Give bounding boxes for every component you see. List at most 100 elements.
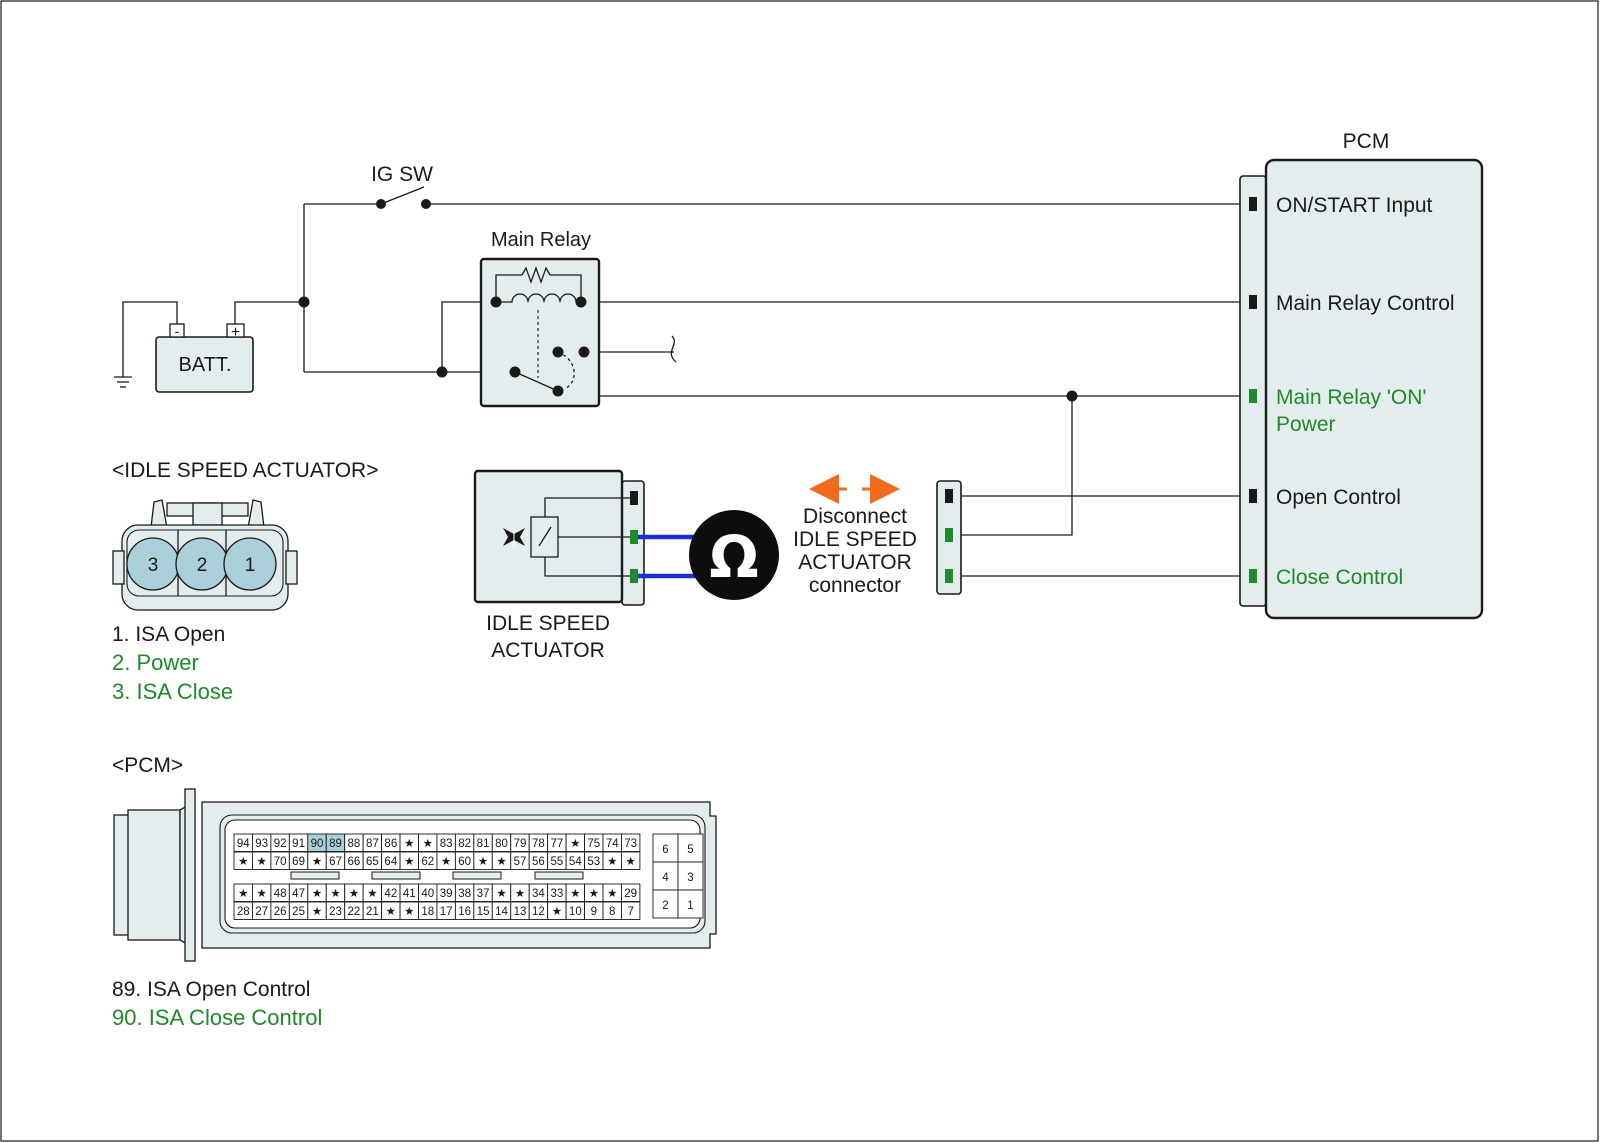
pcm-terminal-close-control: [1249, 569, 1257, 583]
idle-speed-actuator: IDLE SPEED ACTUATOR: [473, 469, 645, 662]
pcm-pin-label: 28: [237, 906, 250, 918]
pcm-pin-label: ★: [552, 906, 562, 918]
pcm-pin-label: 37: [477, 888, 490, 900]
pcm-aux-pin-label: 5: [687, 844, 693, 856]
pcm-pin-label: 56: [532, 856, 545, 868]
pcm-pin-label: 82: [458, 838, 471, 850]
pcm-pin-label: 18: [421, 906, 434, 918]
pcm-pin-label: 47: [292, 888, 305, 900]
pcm-pin-label: 91: [292, 838, 305, 850]
pcm-pin-label: 53: [587, 856, 600, 868]
pcm-pin-label: ★: [589, 888, 599, 900]
pcm-pin-label: 39: [440, 888, 453, 900]
ohm-icon: [689, 510, 779, 600]
isa-pin-1-label: 1: [245, 555, 256, 576]
pcm-pin-label: 48: [274, 888, 287, 900]
pcm-pin-label: 62: [421, 856, 434, 868]
pcm-pin-label: ★: [330, 888, 340, 900]
pcm-pin-label: ★: [312, 888, 322, 900]
pcm-pin-label: ★: [386, 906, 396, 918]
pcm-pin-label: 86: [384, 838, 397, 850]
pcm-pin-label: 74: [606, 838, 619, 850]
pcm-pin-label: 40: [421, 888, 434, 900]
pcm-pin-label: 26: [274, 906, 287, 918]
pcm-pin-label: 29: [624, 888, 637, 900]
isa-label-line1: IDLE SPEED: [486, 612, 610, 635]
pcm-aux-pin-cell: [677, 889, 704, 919]
battery-minus-label: -: [175, 323, 180, 339]
battery-minus-terminal: [169, 323, 185, 338]
pcm-pin-label: ★: [238, 856, 248, 868]
pcm-pin-label: 9: [591, 906, 597, 918]
pcm-pin-label: 33: [550, 888, 563, 900]
pcm-pin-label: ★: [478, 856, 488, 868]
pcm-pin-label: ★: [312, 856, 322, 868]
pcm-pin-label: ★: [570, 838, 580, 850]
pcm-pin-label: 15: [477, 906, 490, 918]
isa-pin-1: [223, 537, 277, 591]
pcm-pin-label: ★: [404, 906, 414, 918]
pcm-pin-cell: [621, 883, 641, 902]
pcm-terminal-main-relay-on-power: [1249, 389, 1257, 403]
isa-legend-2: 2. Power: [112, 650, 199, 675]
isa-label-line2: ACTUATOR: [491, 639, 605, 662]
pcm-pin-label: 81: [477, 838, 490, 850]
pcm-pin-label: 70: [274, 856, 287, 868]
pcm-pin-label: ★: [367, 888, 377, 900]
battery: - + BATT.: [155, 323, 254, 393]
pcm-pin-label: 13: [514, 906, 527, 918]
pcm-aux-pin-label: 1: [687, 900, 693, 912]
pcm-pin-label: 75: [587, 838, 600, 850]
pcm-pin-label: 77: [550, 838, 563, 850]
pcm-aux-pin-label: 2: [662, 900, 668, 912]
pcm-pin-label: 93: [255, 838, 268, 850]
isa-legend-1: 1. ISA Open: [112, 623, 225, 646]
pcm-pin-label: ★: [404, 838, 414, 850]
pcm-pin-label: 23: [329, 906, 342, 918]
battery-plus-label: +: [231, 324, 240, 341]
pcm-pin-label: 7: [627, 906, 633, 918]
pcm-aux-pin-label: 6: [662, 844, 668, 856]
pcm-label-power: Power: [1276, 413, 1336, 436]
pcm-terminal-on-start: [1249, 197, 1257, 211]
pcm-pin-label: 16: [458, 906, 471, 918]
omega-symbol: Ω: [709, 523, 758, 591]
pcm-label-open-control: Open Control: [1276, 486, 1401, 509]
junction-dots: [298, 296, 1078, 402]
pcm-label-main-relay-on: Main Relay 'ON': [1276, 386, 1426, 409]
ohmmeter: Ω: [638, 510, 779, 600]
ignition-switch: IG SW: [371, 163, 433, 209]
pcm-pin-label: ★: [626, 856, 636, 868]
disconnect-note: Disconnect IDLE SPEED ACTUATOR connector: [793, 474, 917, 597]
isa-legend-3: 3. ISA Close: [112, 679, 233, 704]
disconnect-line2: IDLE SPEED: [793, 528, 917, 551]
pcm-pin-label: 10: [569, 906, 582, 918]
pcm-terminal-main-relay-control: [1249, 295, 1257, 309]
pcm-title: PCM: [1343, 130, 1390, 153]
pcm-pin-label: ★: [441, 856, 451, 868]
pcm-legend-89: 89. ISA Open Control: [112, 978, 310, 1001]
disconnect-line3: ACTUATOR: [798, 551, 912, 574]
pcm-pin-label: 17: [440, 906, 453, 918]
pcm-pin-label: ★: [257, 888, 267, 900]
pcm-pin-label: 88: [348, 838, 361, 850]
pcm-pin-label: 69: [292, 856, 305, 868]
pcm-pin-label: ★: [607, 856, 617, 868]
pcm-pin-label: 25: [292, 906, 305, 918]
pcm-pin-label: 92: [274, 838, 287, 850]
pcm-pin-label: 34: [532, 888, 545, 900]
pcm-pin-label: 14: [495, 906, 508, 918]
pcm-pin-cell: [621, 833, 641, 852]
pcm-legend-90: 90. ISA Close Control: [112, 1005, 322, 1030]
battery-plus-terminal: [226, 323, 245, 338]
pcm-pin-label: ★: [238, 888, 248, 900]
pcm-pin-label: 79: [514, 838, 527, 850]
pcm-pin-label: 83: [440, 838, 453, 850]
pcm-pin-label: 41: [403, 888, 416, 900]
pcm-pin-label: 60: [458, 856, 471, 868]
pcm-pin-cell: [621, 901, 641, 920]
